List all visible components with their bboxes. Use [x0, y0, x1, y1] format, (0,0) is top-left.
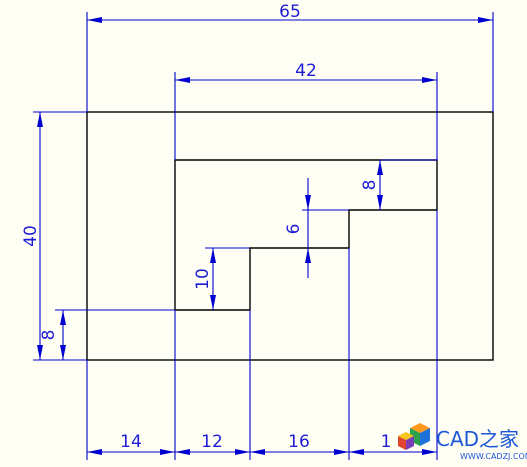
dim-label-16: 16 — [288, 432, 310, 452]
dimension-overall-width: 65 — [86, 2, 494, 112]
dimension-bottom-offset: 8 — [39, 309, 175, 360]
watermark-brand: CAD之家 — [436, 427, 519, 451]
dimension-step-top: 8 — [360, 159, 437, 210]
dim-label-42: 42 — [295, 61, 317, 81]
dimension-bottom-chain: 14 12 16 1 — [86, 210, 438, 460]
arrow-right — [478, 17, 493, 23]
dimension-step-lower: 10 — [193, 247, 250, 310]
part-outline — [86, 111, 494, 361]
dimension-overall-height: 40 — [21, 111, 87, 361]
dim-label-65: 65 — [279, 2, 301, 22]
dimension-inner-width: 42 — [174, 61, 438, 160]
dim-label-40: 40 — [21, 225, 41, 247]
dim-label-6: 6 — [284, 224, 304, 235]
outer-rectangle — [86, 111, 494, 361]
dim-label-14: 14 — [120, 432, 142, 452]
inner-stepped-cutout — [174, 159, 438, 311]
cube-logo-icon — [398, 423, 430, 450]
watermark-url: WWW.CADZJ.COM — [460, 452, 527, 461]
dimension-step-middle: 6 — [284, 178, 349, 278]
dim-label-8-bottom: 8 — [39, 330, 59, 341]
dim-label-1: 1 — [381, 432, 392, 452]
dim-label-12: 12 — [201, 432, 223, 452]
dim-label-10: 10 — [193, 268, 213, 290]
dim-label-8-top: 8 — [360, 180, 380, 191]
watermark: CAD之家 WWW.CADZJ.COM — [398, 423, 527, 461]
arrow-left — [87, 17, 102, 23]
